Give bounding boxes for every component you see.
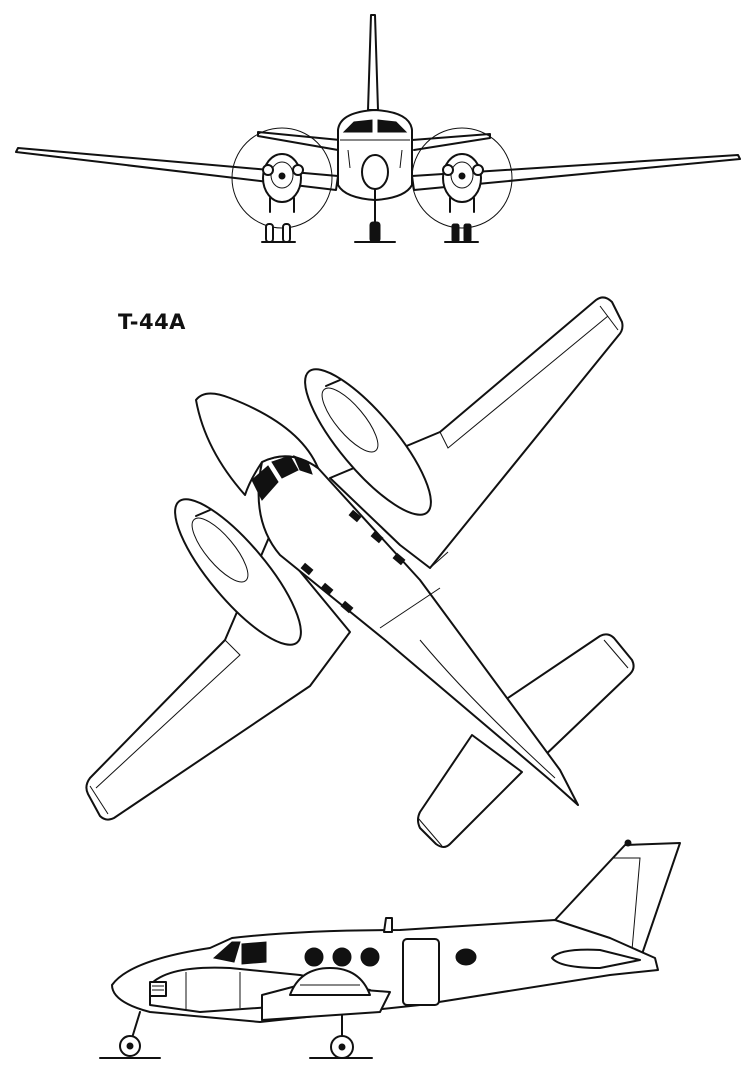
plan-cabin-window — [348, 509, 362, 523]
front-view — [15, 14, 741, 243]
top-view — [85, 296, 635, 848]
side-nose-gear — [131, 1011, 141, 1039]
plan-tail-right — [504, 633, 635, 761]
front-tailplane-right — [411, 133, 491, 151]
side-view — [99, 839, 681, 1059]
front-tailplane-left — [257, 131, 341, 151]
plan-cockpit-window — [251, 465, 279, 501]
aircraft-designation-label: T-44A — [118, 310, 186, 334]
front-wing-left — [15, 147, 339, 191]
front-nose — [361, 154, 389, 190]
front-main-gear-right — [451, 223, 460, 243]
front-wing-right — [411, 154, 741, 191]
plan-nacelle-right — [304, 368, 432, 516]
plan-nacelle-left — [174, 498, 302, 646]
side-windshield — [212, 941, 241, 963]
front-windshield — [342, 119, 373, 133]
side-cabin-door — [402, 938, 440, 1006]
plan-tail-left — [417, 734, 523, 848]
side-tailplane — [551, 948, 641, 969]
side-cabin-window — [304, 947, 324, 967]
front-fin — [367, 14, 379, 111]
front-main-gear-left — [265, 223, 274, 243]
